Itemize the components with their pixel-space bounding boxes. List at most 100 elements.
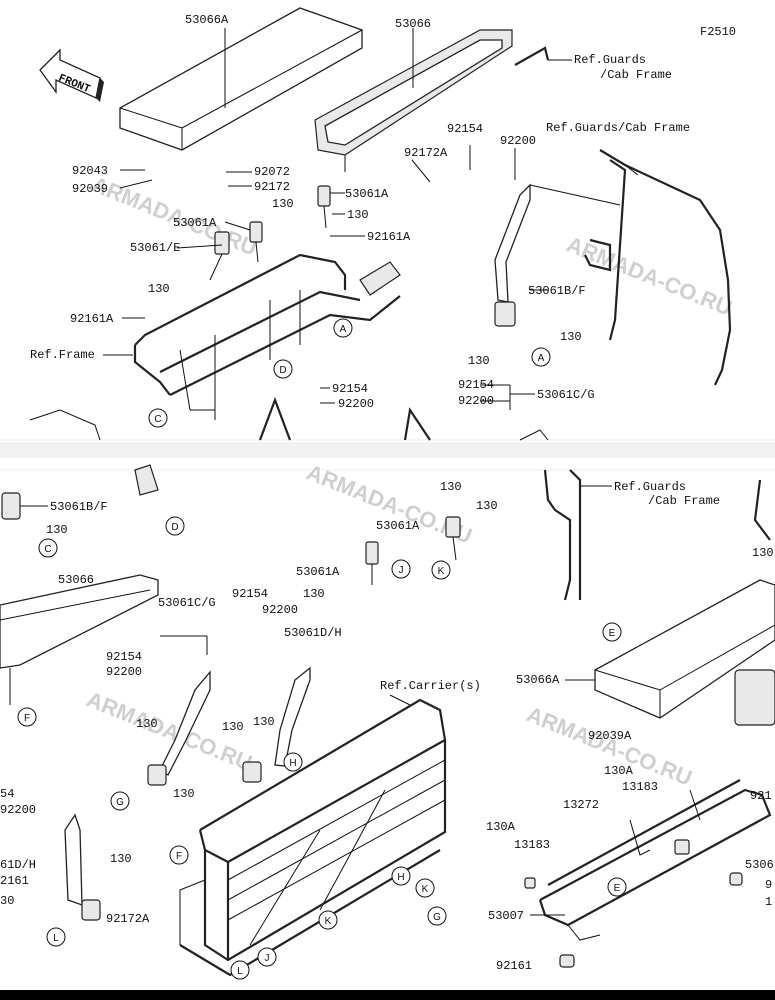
part-label: 130: [110, 852, 132, 866]
part-label: 92154: [332, 382, 368, 396]
part-label: 53061B/F: [528, 284, 586, 298]
part-label: 61D/H: [0, 858, 36, 872]
svg-text:H: H: [289, 758, 296, 769]
svg-text:K: K: [422, 884, 429, 895]
callout-circle: E: [607, 877, 627, 897]
leader-lines: [38, 28, 612, 916]
lower-belts-top-section: [29, 396, 549, 441]
part-label: 130: [253, 715, 275, 729]
part-label: 53066: [395, 17, 431, 31]
svg-text:G: G: [116, 797, 124, 808]
carrier-frame: [179, 698, 447, 977]
callout-circle: L: [230, 960, 250, 980]
callout-circle: F: [17, 707, 37, 727]
part-label: 92200: [500, 134, 536, 148]
middle-parts: [1, 464, 771, 601]
part-label: 130: [752, 546, 774, 560]
svg-text:J: J: [399, 565, 404, 576]
part-label: 92200: [458, 394, 494, 408]
svg-text:L: L: [237, 966, 243, 977]
seat-cushion-53066A: [119, 7, 363, 151]
part-label: 92154: [458, 378, 494, 392]
part-label: 92161: [496, 959, 532, 973]
svg-text:C: C: [154, 414, 161, 425]
part-label: 53066: [58, 573, 94, 587]
part-label: 53061/E: [130, 241, 180, 255]
part-label: 5306: [745, 858, 774, 872]
part-label: 92172: [254, 180, 290, 194]
part-label: 53061D/H: [284, 626, 342, 640]
part-label: 53061C/G: [537, 388, 595, 402]
watermark: ARMADA-CO.RU: [563, 231, 736, 320]
svg-text:D: D: [171, 522, 178, 533]
callout-circle: A: [333, 318, 353, 338]
part-label: /Cab Frame: [648, 494, 720, 508]
svg-text:C: C: [44, 544, 51, 555]
callout-circle: H: [391, 866, 411, 886]
part-label: 130A: [604, 764, 634, 778]
part-label: 92154: [232, 587, 268, 601]
callout-circle: G: [427, 906, 447, 926]
part-label: 13183: [622, 780, 658, 794]
part-label: 54: [0, 787, 14, 801]
part-label: 92072: [254, 165, 290, 179]
bottom-bar: [0, 990, 775, 1000]
svg-text:D: D: [279, 365, 286, 376]
callout-circle: J: [391, 559, 411, 579]
part-label: Ref.Frame: [30, 348, 95, 362]
part-label: 2161: [0, 874, 29, 888]
cab-frame-top: [514, 46, 732, 386]
part-label: 130: [303, 587, 325, 601]
svg-text:J: J: [265, 953, 270, 964]
part-label: 53061A: [296, 565, 340, 579]
part-label: 92200: [106, 665, 142, 679]
part-label: 92039: [72, 182, 108, 196]
part-label: 92200: [338, 397, 374, 411]
part-label: 130: [347, 208, 369, 222]
part-label: 130: [222, 720, 244, 734]
part-label: 130: [272, 197, 294, 211]
seat-cushion-53066A-lower: [594, 579, 775, 726]
svg-text:F: F: [24, 713, 30, 724]
part-label: Ref.Guards/Cab Frame: [546, 121, 690, 135]
part-label: 130: [560, 330, 582, 344]
callouts: A A D C D C J K E F G H F H K K G L L J …: [17, 318, 627, 980]
callout-circle: C: [148, 408, 168, 428]
part-label: 921: [750, 789, 772, 803]
part-label: 53066A: [185, 13, 229, 27]
part-label: 53061B/F: [50, 500, 108, 514]
part-label: Ref.Carrier(s): [380, 679, 481, 693]
callout-circle: A: [531, 347, 551, 367]
callout-circle: D: [165, 516, 185, 536]
part-label: Ref.Guards: [614, 480, 686, 494]
part-label: 130: [173, 787, 195, 801]
part-label: 92172A: [404, 146, 448, 160]
front-arrow: FRONT: [39, 48, 104, 102]
svg-text:A: A: [538, 353, 545, 364]
rear-seat-belts: [64, 666, 311, 921]
seat-back-53066: [314, 29, 513, 172]
svg-text:A: A: [340, 324, 347, 335]
part-label: 92039A: [588, 729, 632, 743]
svg-text:K: K: [325, 916, 332, 927]
belt-buckle-upper: [209, 185, 331, 281]
svg-text:E: E: [614, 883, 621, 894]
part-label: 30: [0, 894, 14, 908]
callout-circle: D: [273, 359, 293, 379]
svg-text:K: K: [438, 566, 445, 577]
part-label: 130: [468, 354, 490, 368]
part-label: 130A: [486, 820, 516, 834]
callout-circle: K: [415, 878, 435, 898]
svg-text:G: G: [433, 912, 441, 923]
part-label: 92200: [0, 803, 36, 817]
part-label: 1: [765, 895, 772, 909]
part-label: 13183: [514, 838, 550, 852]
seat-frame-top: [133, 253, 401, 420]
part-label: 92043: [72, 164, 108, 178]
part-label: 13272: [563, 798, 599, 812]
part-label: 92161A: [70, 312, 114, 326]
callout-circle: G: [110, 791, 130, 811]
part-label: 53007: [488, 909, 524, 923]
callout-circle: L: [46, 927, 66, 947]
